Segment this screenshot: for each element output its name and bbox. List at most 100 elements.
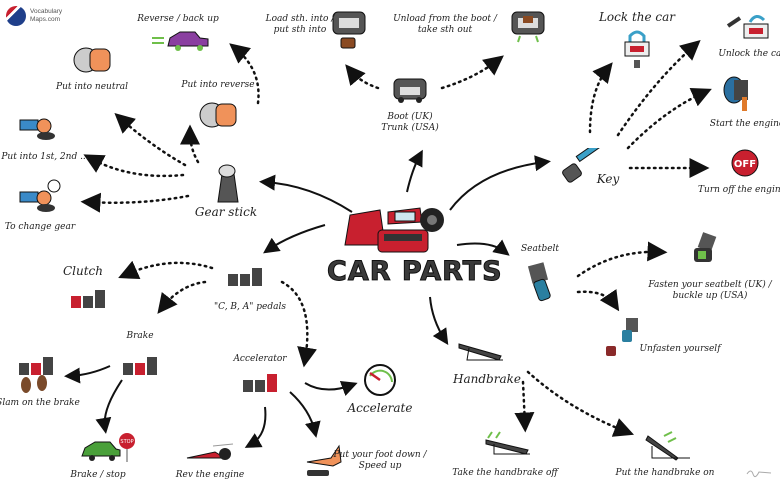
speedometer-icon xyxy=(364,364,396,396)
unfasten-seatbelt-icon xyxy=(606,318,638,356)
boot-uk-label: Boot (UK) xyxy=(387,112,433,122)
unload-line2: take sth out xyxy=(417,25,473,36)
load-line1: Load sth. into / xyxy=(265,14,335,24)
seatbelt-icon xyxy=(527,262,551,302)
arrow-to-gear-stick xyxy=(259,174,353,213)
unfasten-yourself-label: Unfasten yourself xyxy=(639,344,721,354)
accelerator-pedal-icon xyxy=(243,374,277,392)
seatbelt-label: Seatbelt xyxy=(520,244,560,254)
logo-line2: Maps.com xyxy=(30,16,60,23)
car-parts-icon xyxy=(344,207,444,253)
lock-the-car-label: Lock the car xyxy=(598,10,676,24)
arrow-slam-brake xyxy=(64,365,111,384)
fasten-seatbelt-icon xyxy=(694,232,717,262)
unlock-car-icon xyxy=(726,15,769,39)
dotted-to-unlock xyxy=(616,40,701,137)
dotted-to-reverse-back-up xyxy=(229,43,260,105)
accelerate-label: Accelerate xyxy=(347,401,413,415)
clutch-pedal-icon xyxy=(71,290,105,308)
car-key-icon xyxy=(562,148,601,183)
brake-stop-label: Brake / stop xyxy=(70,470,126,480)
dotted-to-reverse xyxy=(180,124,201,164)
put-into-reverse-label: Put into reverse xyxy=(181,80,255,90)
ignition-icon xyxy=(723,76,748,111)
neutral-gear-icon xyxy=(73,47,111,73)
take-handbrake-off-label: Take the handbrake off xyxy=(452,468,558,478)
to-change-gear-label: To change gear xyxy=(4,222,76,232)
rev-engine-icon xyxy=(186,443,234,460)
gear-stick-icon xyxy=(217,164,239,203)
turn-off-engine-label: Turn off the engine xyxy=(698,185,780,195)
dotted-to-brake xyxy=(157,280,207,314)
start-the-engine-label: Start the engine xyxy=(709,119,780,129)
logo-line1: Vocabulary xyxy=(30,8,63,16)
load-boot-icon xyxy=(332,11,366,49)
unload-line1: Unload from the boot / xyxy=(393,14,497,24)
unlock-the-car-label: Unlock the car xyxy=(718,49,780,59)
uk-flag-icon xyxy=(6,6,26,26)
foot-down-icon xyxy=(306,444,342,476)
arrow-to-key xyxy=(449,155,551,211)
dotted-to-fasten xyxy=(576,241,668,278)
slam-brake-icon xyxy=(19,357,53,393)
diagram-title: CAR PARTS xyxy=(327,256,503,288)
dotted-to-neutral xyxy=(114,112,187,167)
reverse-gear-icon xyxy=(199,102,237,128)
dotted-to-load xyxy=(345,64,380,90)
fasten-seatbelt-label: Fasten your seatbelt (UK) /buckle up (US… xyxy=(648,280,771,303)
handbrake-on-icon xyxy=(645,431,690,461)
dotted-to-unfasten xyxy=(576,289,620,312)
dotted-to-start xyxy=(626,88,712,150)
dotted-to-take-off xyxy=(514,380,535,433)
cba-pedals-label: "C, B, A" pedals xyxy=(214,302,286,312)
reversing-car-icon xyxy=(152,31,209,51)
pedals-icon xyxy=(228,268,262,286)
dotted-to-lock xyxy=(588,62,613,134)
unload-boot-icon xyxy=(511,11,545,43)
brake-pedal-icon xyxy=(123,357,157,375)
off-button-icon: OFF xyxy=(731,149,759,177)
reverse-back-up-label: Reverse / back up xyxy=(137,14,219,24)
brake-stop-icon: STOP xyxy=(81,433,135,462)
handbrake-icon xyxy=(458,343,503,361)
dotted-to-accelerator xyxy=(280,280,317,368)
put-handbrake-on-label: Put the handbrake on xyxy=(615,468,715,478)
stop-sign-text: STOP xyxy=(120,439,133,445)
dotted-to-clutch xyxy=(118,260,214,280)
arrow-to-seatbelt xyxy=(456,239,510,256)
speed-up-line2: Speed up xyxy=(358,461,402,472)
arrow-foot-down xyxy=(289,391,321,438)
gear-stick-label: Gear stick xyxy=(194,205,258,219)
handbrake-off-icon xyxy=(485,431,530,455)
arrow-to-pedals xyxy=(263,224,326,254)
dotted-to-change-gear xyxy=(80,192,190,213)
trunk-usa-label: Trunk (USA) xyxy=(381,123,439,134)
key-label: Key xyxy=(596,172,620,186)
put-into-neutral-label: Put into neutral xyxy=(56,82,128,92)
brake-label: Brake xyxy=(126,331,154,341)
off-text: OFF xyxy=(734,159,756,170)
dotted-to-unload xyxy=(440,55,504,90)
load-into-label: Load sth. into /put sth into xyxy=(266,14,335,37)
put-into-first-second-label: Put into 1st, 2nd ... xyxy=(1,152,89,162)
change-gear-icon xyxy=(19,179,61,212)
accelerator-label: Accelerator xyxy=(233,354,287,364)
artist-signature-icon xyxy=(746,470,772,478)
foot-down-label: Put your foot down /Speed up xyxy=(333,450,426,473)
clutch-label: Clutch xyxy=(62,264,104,278)
handbrake-label: Handbrake xyxy=(453,372,521,386)
buckle-up-line2: buckle up (USA) xyxy=(672,291,748,302)
arrow-to-handbrake xyxy=(429,296,449,346)
foot-down-line1: Put your foot down / xyxy=(333,450,427,460)
boot-label: Boot (UK)Trunk (USA) xyxy=(381,112,439,135)
hand-on-gear-icon xyxy=(19,118,55,140)
arrow-accelerate xyxy=(304,380,358,396)
fasten-line1: Fasten your seatbelt (UK) / xyxy=(648,280,772,290)
rev-the-engine-label: Rev the engine xyxy=(175,470,245,480)
unload-label: Unload from the boot /take sth out xyxy=(393,14,497,37)
arrow-to-boot xyxy=(406,149,423,193)
dotted-to-put-on xyxy=(526,370,634,437)
